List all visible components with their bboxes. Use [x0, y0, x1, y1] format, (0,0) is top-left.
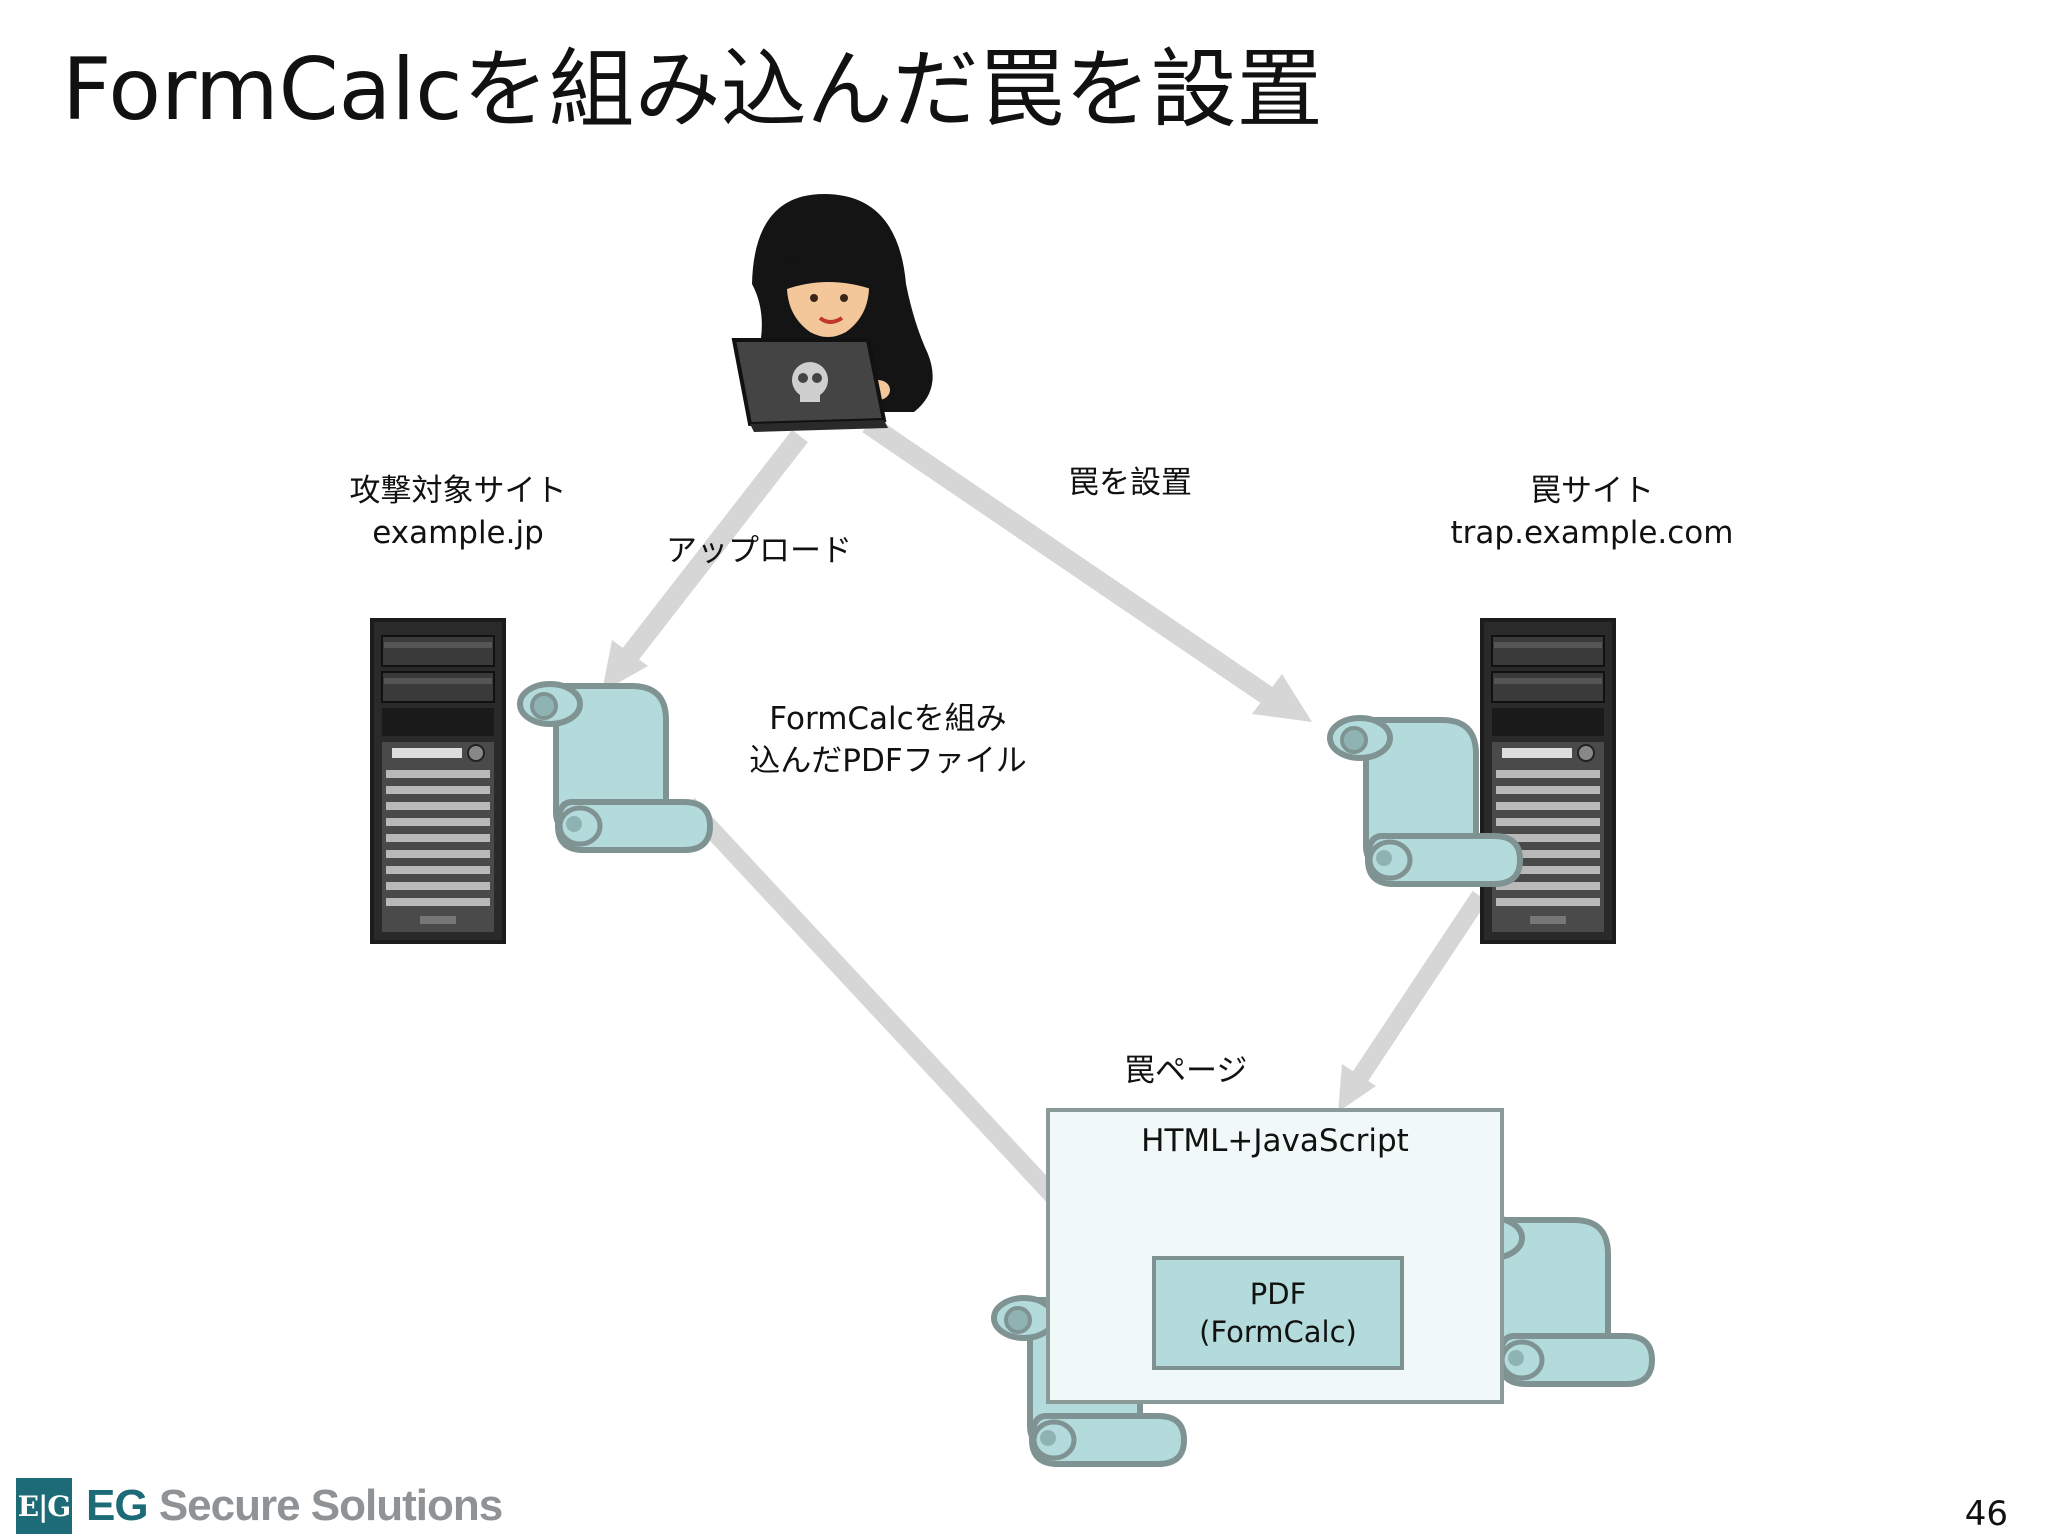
trap-site-host: trap.example.com — [1450, 515, 1734, 551]
trap-site-label: 罠サイト trap.example.com — [1432, 470, 1752, 554]
set-trap-label: 罠を設置 — [1068, 465, 1192, 501]
pdf-box-line1: PDF — [1249, 1277, 1307, 1311]
logo-text: EG Secure Solutions — [86, 1481, 503, 1531]
arrow-upload — [602, 429, 808, 692]
pdf-file-label-line2: 込んだPDFファイル — [749, 743, 1027, 779]
pdf-file-label: FormCalcを組み 込んだPDFファイル — [728, 698, 1048, 782]
trap-server-icon — [1479, 617, 1617, 945]
pdf-formcalc-box: PDF (FormCalc) — [1152, 1256, 1404, 1370]
target-site-label: 攻撃対象サイト example.jp — [318, 470, 598, 554]
company-logo: E|G EG Secure Solutions — [16, 1474, 503, 1538]
pdf-scroll-icon-target — [520, 684, 710, 850]
arrow-trap-site-to-page — [1338, 891, 1488, 1112]
page-title: FormCalcを組み込んだ罠を設置 — [62, 40, 1323, 140]
logo-tagline: Secure Solutions — [158, 1481, 503, 1530]
page-number: 46 — [1964, 1494, 2008, 1534]
logo-brand: EG — [86, 1481, 149, 1530]
logo-mark-icon: E|G — [16, 1478, 72, 1534]
trap-site-name: 罠サイト — [1530, 473, 1654, 509]
arrow-set-trap — [862, 415, 1312, 722]
target-site-host: example.jp — [372, 515, 544, 551]
target-server-icon — [369, 617, 507, 945]
upload-label: アップロード — [666, 533, 852, 569]
trap-page-label: 罠ページ — [1124, 1053, 1248, 1089]
trap-page-content-label: HTML+JavaScript — [1141, 1123, 1409, 1159]
target-site-name: 攻撃対象サイト — [349, 473, 567, 509]
pdf-box-line2: (FormCalc) — [1199, 1315, 1357, 1349]
hacker-with-laptop-icon — [731, 194, 933, 432]
pdf-file-label-line1: FormCalcを組み — [769, 701, 1007, 737]
